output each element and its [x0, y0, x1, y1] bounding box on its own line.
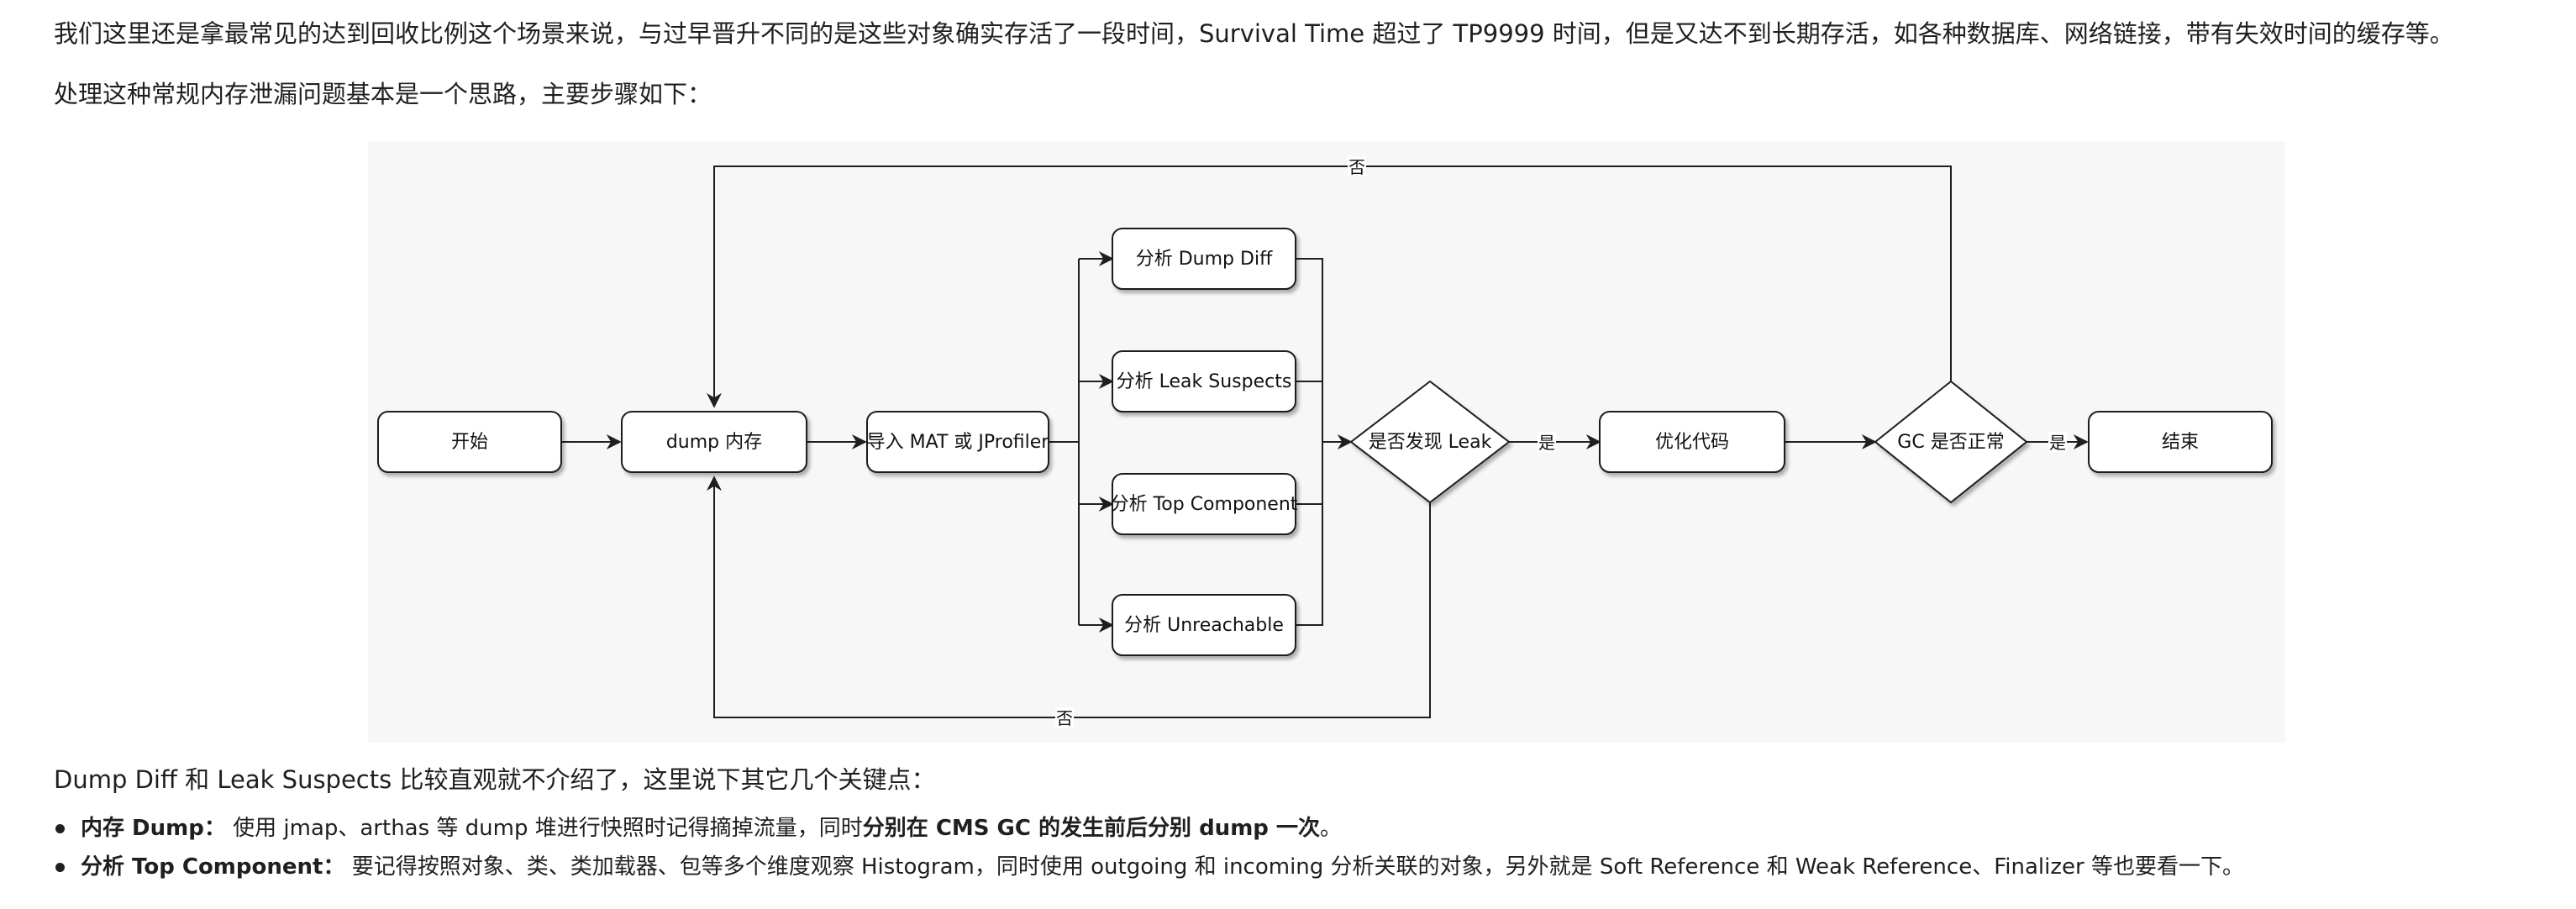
- bullet-dot: [55, 824, 65, 833]
- svg-text:是否发现 Leak: 是否发现 Leak: [1369, 432, 1492, 453]
- node-analyze-unreachable: 分析 Unreachable: [1112, 594, 1296, 656]
- node-end: 结束: [2088, 411, 2273, 473]
- memory-leak-flowchart: 是 是 否 否 开始 dump 内存 导入 MAT 或 JProfiler 分析…: [368, 141, 2285, 743]
- node-analyze-top-component: 分析 Top Component: [1111, 473, 1298, 535]
- bullet-tail: 。: [1319, 816, 1342, 841]
- bullet-text: 要记得按照对象、类、类加载器、包等多个维度观察 Histogram，同时使用 o…: [344, 854, 2244, 880]
- list-item-top-component: 分析 Top Component： 要记得按照对象、类、类加载器、包等多个维度观…: [54, 852, 2244, 891]
- steps-intro-paragraph: 处理这种常规内存泄漏问题基本是一个思路，主要步骤如下：: [54, 80, 712, 108]
- svg-text:dump 内存: dump 内存: [666, 432, 762, 453]
- svg-text:GC 是否正常: GC 是否正常: [1897, 432, 2004, 453]
- bullet-term: 内存 Dump：: [81, 816, 226, 841]
- bullet-emphasis: 分别在 CMS GC 的发生前后分别 dump 一次: [862, 816, 1320, 841]
- key-points-paragraph: Dump Diff 和 Leak Suspects 比较直观就不介绍了，这里说下…: [54, 765, 936, 794]
- svg-text:分析 Unreachable: 分析 Unreachable: [1124, 615, 1284, 636]
- list-item-memory-dump: 内存 Dump： 使用 jmap、arthas 等 dump 堆进行快照时记得摘…: [54, 813, 2244, 852]
- edge-import-branch: [1049, 259, 1080, 625]
- svg-text:分析 Dump Diff: 分析 Dump Diff: [1136, 249, 1273, 270]
- key-points-list: 内存 Dump： 使用 jmap、arthas 等 dump 堆进行快照时记得摘…: [54, 813, 2244, 891]
- bullet-term: 分析 Top Component：: [81, 854, 345, 880]
- node-leak-found-decision: 是否发现 Leak: [1349, 380, 1511, 504]
- svg-text:导入 MAT 或 JProfiler: 导入 MAT 或 JProfiler: [867, 432, 1050, 453]
- edge-label-no-leak: 否: [1056, 708, 1073, 728]
- edge-merge: [1296, 258, 1323, 626]
- edge-gc-no-loop: [707, 166, 1952, 408]
- node-optimize-code: 优化代码: [1599, 411, 1785, 473]
- svg-text:分析 Leak Suspects: 分析 Leak Suspects: [1117, 371, 1292, 392]
- edge-label-no-gc: 否: [1348, 157, 1365, 177]
- intro-paragraph: 我们这里还是拿最常见的达到回收比例这个场景来说，与过早晋升不同的是这些对象确实存…: [54, 19, 2454, 48]
- edge-label-yes-leak: 是: [1538, 433, 1555, 453]
- svg-text:优化代码: 优化代码: [1655, 432, 1729, 453]
- bullet-dot: [55, 863, 65, 872]
- node-analyze-dump-diff: 分析 Dump Diff: [1112, 228, 1296, 290]
- svg-text:开始: 开始: [451, 432, 488, 453]
- edge-label-yes-gc: 是: [2049, 433, 2066, 453]
- svg-text:分析 Top Component: 分析 Top Component: [1111, 494, 1298, 515]
- node-gc-normal-decision: GC 是否正常: [1874, 380, 2028, 504]
- node-dump-memory: dump 内存: [621, 411, 807, 473]
- bullet-text: 使用 jmap、arthas 等 dump 堆进行快照时记得摘掉流量，同时: [225, 816, 863, 841]
- node-import-tool: 导入 MAT 或 JProfiler: [866, 411, 1050, 473]
- node-analyze-leak-suspects: 分析 Leak Suspects: [1112, 350, 1296, 412]
- svg-text:结束: 结束: [2162, 432, 2199, 453]
- node-start: 开始: [377, 411, 562, 473]
